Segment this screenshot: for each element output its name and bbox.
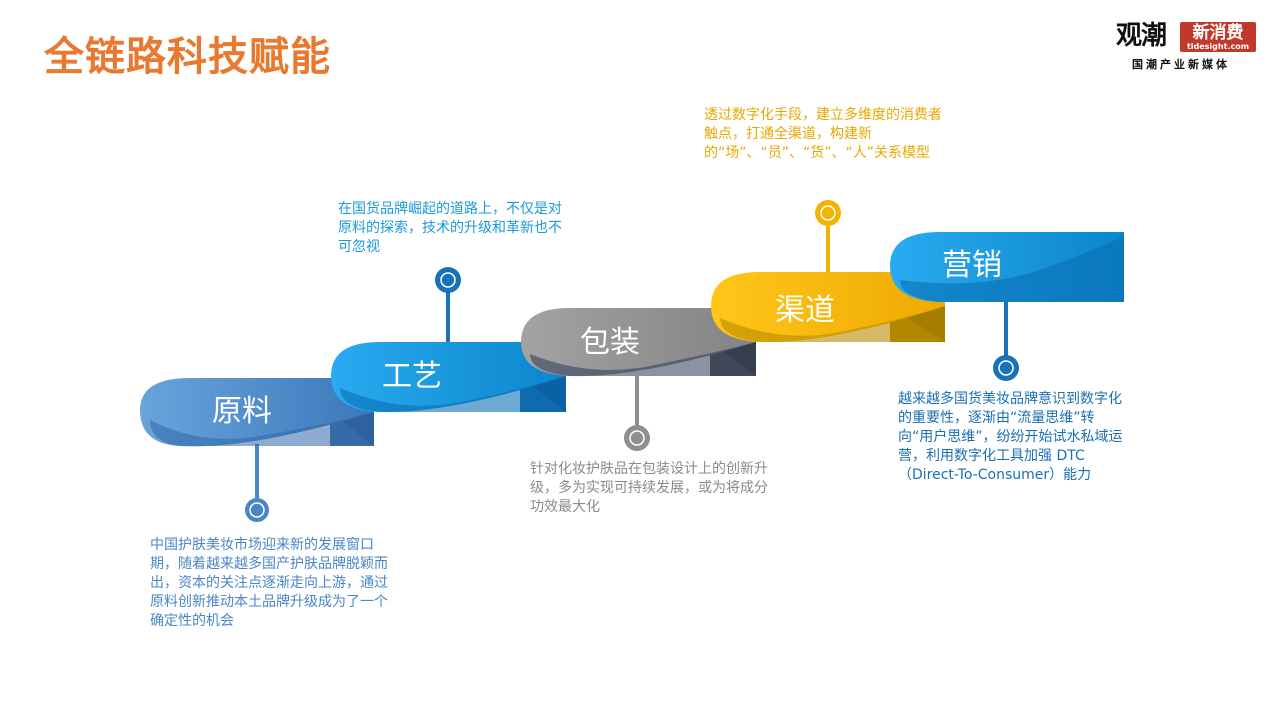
connector-yingxiao	[993, 300, 1019, 381]
step-qudao: 渠道	[711, 272, 945, 343]
brand-logo: 观潮 新消费 tidesight.com 国潮产业新媒体	[1114, 20, 1260, 71]
connector-baozhuang	[624, 376, 650, 451]
step-gongyi: 工艺	[331, 342, 566, 413]
connector-qudao	[815, 200, 841, 274]
step-yingxiao: 营销	[890, 232, 1124, 302]
step-label-gongyi: 工艺	[382, 359, 442, 394]
step-label-qudao: 渠道	[775, 293, 835, 328]
description-yingxiao: 越来越多国货美妆品牌意识到数字化的重要性，逐渐由“流量思维”转向“用户思维”，纷…	[898, 391, 1123, 483]
step-label-yuanliao: 原料	[212, 394, 272, 429]
step-label-yingxiao: 营销	[942, 248, 1002, 283]
step-label-baozhuang: 包装	[580, 325, 640, 360]
step-yuanliao: 原料	[140, 378, 374, 447]
logo-url: tidesight.com	[1186, 42, 1250, 51]
step-baozhuang: 包装	[521, 308, 756, 377]
logo-box-text: 新消费	[1192, 23, 1244, 43]
logo-subtitle: 国潮产业新媒体	[1132, 58, 1230, 71]
description-qudao: 透过数字化手段，建立多维度的消费者触点，打通全渠道，构建新的“场”、“员”、“货…	[704, 107, 942, 161]
description-baozhuang: 针对化妆护肤品在包装设计上的创新升级，多为实现可持续发展，或为将成分功效最大化	[530, 461, 768, 515]
description-yuanliao: 中国护肤美妆市场迎来新的发展窗口期，随着越来越多国产护肤品牌脱颖而出，资本的关注…	[150, 537, 388, 629]
connector-yuanliao	[245, 444, 269, 522]
description-gongyi: 在国货品牌崛起的道路上，不仅是对原料的探索，技术的升级和革新也不可忽视	[338, 201, 562, 255]
page-title: 全链路科技赋能	[44, 34, 331, 80]
logo-red-box: 新消费 tidesight.com	[1180, 22, 1256, 52]
connector-gongyi	[435, 267, 461, 344]
logo-main-text: 观潮	[1116, 21, 1167, 51]
